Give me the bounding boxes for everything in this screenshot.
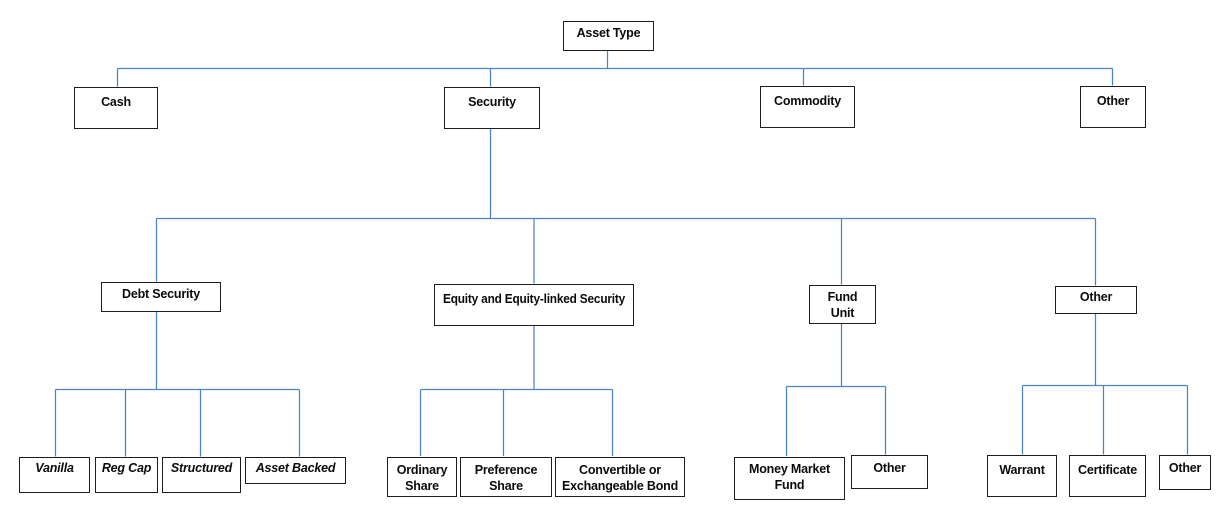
connector-fund-to-leaves	[785, 323, 887, 456]
node-asset-backed: Asset Backed	[245, 457, 346, 484]
connector-other-to-leaves	[1021, 313, 1189, 455]
node-equity-label: Equity and Equity-linked Security	[442, 292, 626, 306]
node-fund-unit-label: Fund Unit	[827, 290, 858, 320]
node-preference-share: Preference Share	[460, 456, 552, 497]
node-asset-backed-label: Asset Backed	[255, 461, 336, 475]
node-other-asset-label: Other	[1096, 94, 1130, 108]
node-warrant: Warrant	[987, 455, 1057, 497]
node-cash-label: Cash	[101, 95, 131, 109]
node-other-asset: Other	[1080, 86, 1146, 128]
node-other-security-label: Other	[1079, 290, 1113, 304]
node-convertible-label: Convertible or Exchangeable Bond	[561, 462, 679, 493]
node-fund-unit: Fund Unit	[809, 285, 876, 324]
node-asset-type-label: Asset Type	[576, 26, 641, 40]
node-other-fund: Other	[851, 455, 928, 489]
node-commodity: Commodity	[760, 86, 855, 128]
node-commodity-label: Commodity	[774, 94, 841, 108]
node-certificate-label: Certificate	[1078, 463, 1137, 477]
node-ordinary-share: Ordinary Share	[387, 456, 457, 497]
node-equity-and-equity-linked-security: Equity and Equity-linked Security	[434, 284, 634, 326]
node-reg-cap-label: Reg Cap	[101, 461, 152, 475]
node-vanilla: Vanilla	[19, 457, 90, 493]
node-money-market-fund-label: Money Market Fund	[749, 461, 830, 492]
node-other-fund-label: Other	[873, 461, 906, 475]
node-debt-security-label: Debt Security	[122, 287, 200, 301]
node-warrant-label: Warrant	[999, 463, 1045, 477]
node-other-leaf-label: Other	[1168, 461, 1202, 475]
node-security-label: Security	[468, 95, 516, 109]
node-other-leaf: Other	[1159, 455, 1211, 490]
connector-debt-to-leaves	[54, 311, 301, 457]
node-debt-security: Debt Security	[101, 282, 221, 312]
node-cash: Cash	[74, 87, 158, 129]
node-security: Security	[444, 87, 540, 129]
connector-security-to-level3	[155, 128, 1097, 286]
node-preference-share-label: Preference Share	[474, 462, 538, 493]
node-money-market-fund: Money Market Fund	[734, 456, 845, 500]
node-vanilla-label: Vanilla	[35, 461, 74, 475]
node-reg-cap: Reg Cap	[95, 457, 158, 493]
node-ordinary-share-label: Ordinary Share	[396, 462, 448, 493]
node-structured-label: Structured	[170, 461, 233, 475]
connector-equity-to-leaves	[419, 325, 614, 456]
node-certificate: Certificate	[1069, 455, 1146, 497]
node-convertible-or-exchangeable-bond: Convertible or Exchangeable Bond	[555, 456, 685, 497]
node-other-security: Other	[1055, 286, 1137, 314]
connector-root-to-level2	[116, 50, 1114, 87]
node-asset-type: Asset Type	[563, 21, 654, 51]
node-structured: Structured	[162, 457, 241, 493]
